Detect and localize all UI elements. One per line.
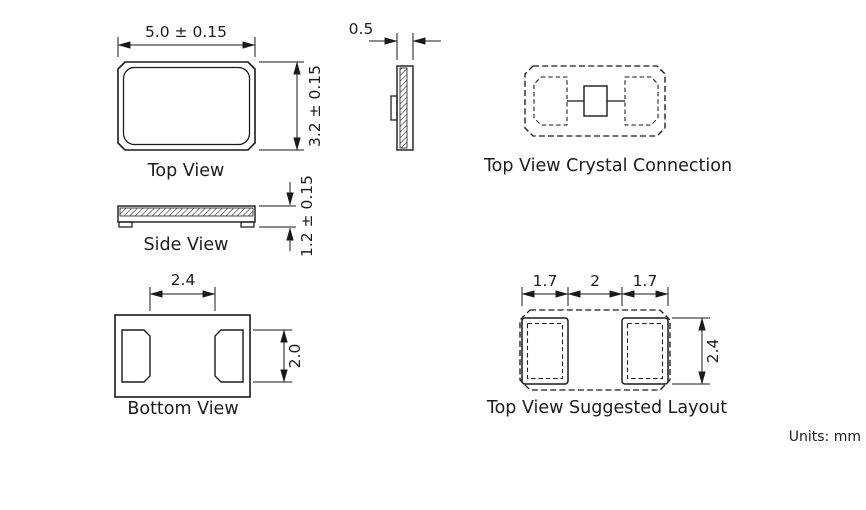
side-view-left-foot	[118, 221, 133, 228]
layout-left-pad-width-text: 1.7	[533, 272, 558, 290]
layout-left-pad-inner-dashed	[526, 322, 564, 380]
bottom-view-right-pad	[214, 329, 244, 383]
bottom-view-pad-height-dim-text: 2.0	[286, 344, 304, 369]
side-profile-width-dimension: 0.5	[349, 20, 441, 60]
right-pad-dashed	[624, 76, 659, 126]
layout-right-pad-inner-dashed	[626, 322, 664, 380]
suggested-layout-label: Top View Suggested Layout	[486, 398, 727, 418]
package-outline-dashed	[524, 65, 666, 137]
top-view-body-outline	[117, 61, 256, 151]
bottom-view-pad-height-dimension: 2.0	[253, 329, 304, 383]
side-view-right-foot	[240, 221, 255, 228]
layout-left-pad	[521, 317, 569, 385]
side-profile-width-dim-text: 0.5	[349, 20, 374, 38]
bottom-view-left-pad	[121, 329, 151, 383]
top-view-width-dim-text: 5.0 ± 0.15	[145, 23, 227, 41]
top-view-height-dim-text: 3.2 ± 0.15	[306, 65, 324, 147]
top-view-width-dimension: 5.0 ± 0.15	[117, 23, 256, 57]
bottom-view-label: Bottom View	[127, 399, 238, 419]
crystal-connection-view: Top View Crystal Connection	[483, 65, 732, 176]
bottom-view-span-dim-text: 2.4	[171, 271, 196, 289]
layout-top-dimensions: 1.7 2 1.7	[521, 272, 669, 306]
side-view-lid-hatch	[119, 207, 254, 217]
top-view-cavity-outline	[122, 66, 251, 146]
suggested-layout-view: 1.7 2 1.7 2.4 Top View Suggested Layout	[486, 272, 727, 418]
layout-height-dimension: 2.4	[672, 317, 722, 385]
top-view-height-dimension: 3.2 ± 0.15	[259, 61, 324, 151]
top-view: 5.0 ± 0.15 3.2 ± 0.15 Top View	[117, 23, 324, 181]
layout-right-pad-width-text: 1.7	[633, 272, 658, 290]
layout-right-pad	[621, 317, 669, 385]
side-view-height-dim-text: 1.2 ± 0.15	[298, 175, 316, 257]
side-view: 1.2 ± 0.15 Side View	[117, 175, 316, 257]
bottom-view: 2.4 2.0 Bottom View	[114, 271, 304, 419]
top-view-label: Top View	[147, 161, 225, 181]
crystal-element	[583, 85, 608, 117]
layout-package-outline-dashed	[519, 309, 671, 391]
bottom-view-span-dimension: 2.4	[149, 271, 216, 311]
layout-gap-width-text: 2	[590, 272, 600, 290]
side-profile-hatch	[399, 67, 408, 149]
left-pad-dashed	[533, 76, 568, 126]
side-view-label: Side View	[144, 235, 229, 255]
layout-pad-height-dim-text: 2.4	[704, 339, 722, 364]
crystal-connection-label: Top View Crystal Connection	[483, 156, 732, 176]
units-note: Units: mm	[789, 429, 861, 445]
side-profile-view: 0.5	[349, 20, 441, 151]
side-view-height-dimension: 1.2 ± 0.15	[259, 175, 316, 257]
side-profile-tab	[390, 95, 398, 121]
